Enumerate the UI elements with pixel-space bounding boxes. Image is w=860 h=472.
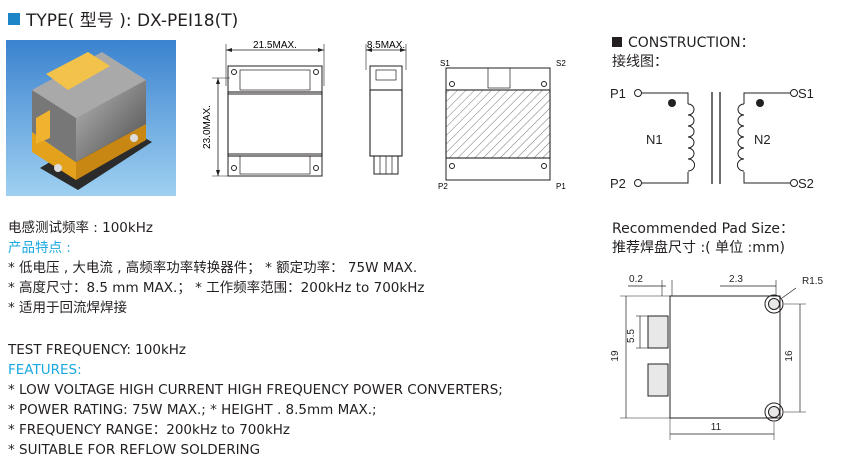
cn-feature-line-3: * 适用于回流焊焊接 [8,300,128,316]
en-feature-line-4: * SUITABLE FOR REFLOW SOLDERING [8,442,261,458]
title-bullet-square [8,12,20,25]
pad-dim-11: 11 [711,422,722,433]
wiring-s2-label: S2 [798,176,814,191]
en-feature-line-2: * POWER RATING: 75W MAX.; * HEIGHT . 8.5… [8,402,377,418]
pin-p1-label: P1 [556,182,566,191]
title-text: TYPE( 型号 ): DX-PEI18(T) [26,11,239,31]
wiring-p1-label: P1 [610,86,626,101]
en-feature-line-1: * LOW VOLTAGE HIGH CURRENT HIGH FREQUENC… [8,382,503,398]
pad-dim-5-5: 5.5 [626,329,637,343]
pad-dim-r1-5: R1.5 [802,276,824,287]
construction-subtitle: 接线图： [612,54,668,70]
pin-p2-label: P2 [438,182,448,191]
primary-dot-icon [668,99,676,107]
winding-n1-label: N1 [646,132,663,147]
en-feature-line-3: * FREQUENCY RANGE：200kHz to 700kHz [8,422,291,438]
cn-feature-line-1: * 低电压 , 大电流 , 高频率功率转换器件； * 额定功率： 75W MAX… [8,260,418,276]
pad-dim-19: 19 [610,350,621,362]
dim-height-label: 23.0MAX. [202,105,213,149]
bottom-view-drawing: S1 S2 P2 P1 [438,59,566,191]
dim-depth-label: 8.5MAX. [367,40,405,51]
pad-dim-16: 16 [784,350,795,362]
pad-dim-0-2: 0.2 [629,274,643,285]
front-view-drawing: 21.5MAX. 23.0MAX. [202,40,325,177]
winding-n2-label: N2 [754,132,771,147]
pin-s1-label: S1 [440,59,450,68]
pad-title-cn: 推荐焊盘尺寸 :( 单位 :mm) [612,240,785,256]
pad-layout-drawing: 0.2 2.3 R1.5 5.5 19 16 11 [610,274,824,440]
dim-width-label: 21.5MAX. [253,40,297,51]
wiring-p2-label: P2 [610,176,626,191]
construction-title: CONSTRUCTION： [612,34,755,53]
side-view-drawing: 8.5MAX. [365,40,407,175]
product-photo [6,40,176,196]
pad-dim-2-3: 2.3 [729,274,743,285]
construction-bullet-square [612,37,622,47]
wiring-s1-label: S1 [798,86,814,101]
cn-feature-line-2: * 高度尺寸：8.5 mm MAX.； * 工作频率范围：200kHz to 7… [8,280,425,296]
en-test-frequency: TEST FREQUENCY: 100kHz [8,342,186,358]
pad-title-en: Recommended Pad Size： [612,221,795,237]
secondary-dot-icon [756,99,764,107]
wiring-diagram: P1 P2 S1 S2 N1 N2 [610,86,814,191]
pin-s2-label: S2 [556,59,566,68]
en-features-heading: FEATURES: [8,362,82,378]
cn-features-heading: 产品特点 : [8,240,71,256]
page-title: TYPE( 型号 ): DX-PEI18(T) [8,6,238,31]
cn-test-frequency: 电感测试频率 : 100kHz [8,220,153,236]
